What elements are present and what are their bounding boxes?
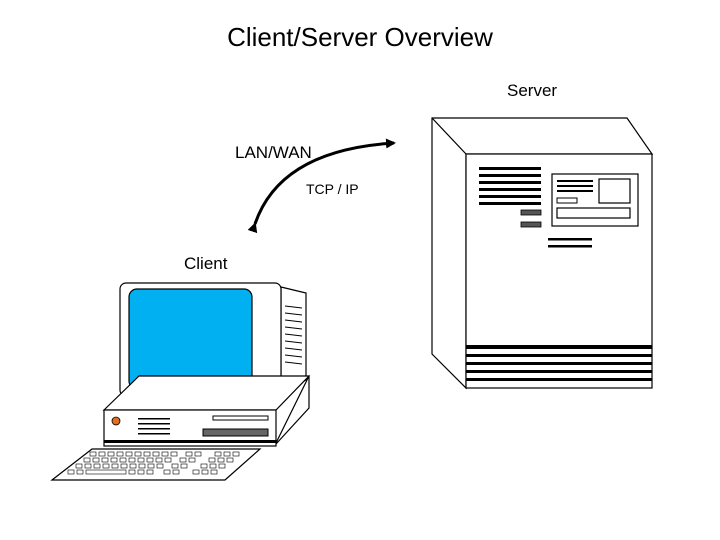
desktop-computer-icon	[50, 282, 311, 481]
server-label: Server	[507, 81, 558, 100]
monitor-screen	[128, 288, 253, 390]
slide-title: Client/Server Overview	[227, 22, 493, 52]
bidirectional-arrow-icon	[247, 138, 396, 234]
server-tower-icon	[431, 117, 654, 390]
client-label: Client	[184, 254, 228, 273]
power-led	[111, 416, 121, 426]
